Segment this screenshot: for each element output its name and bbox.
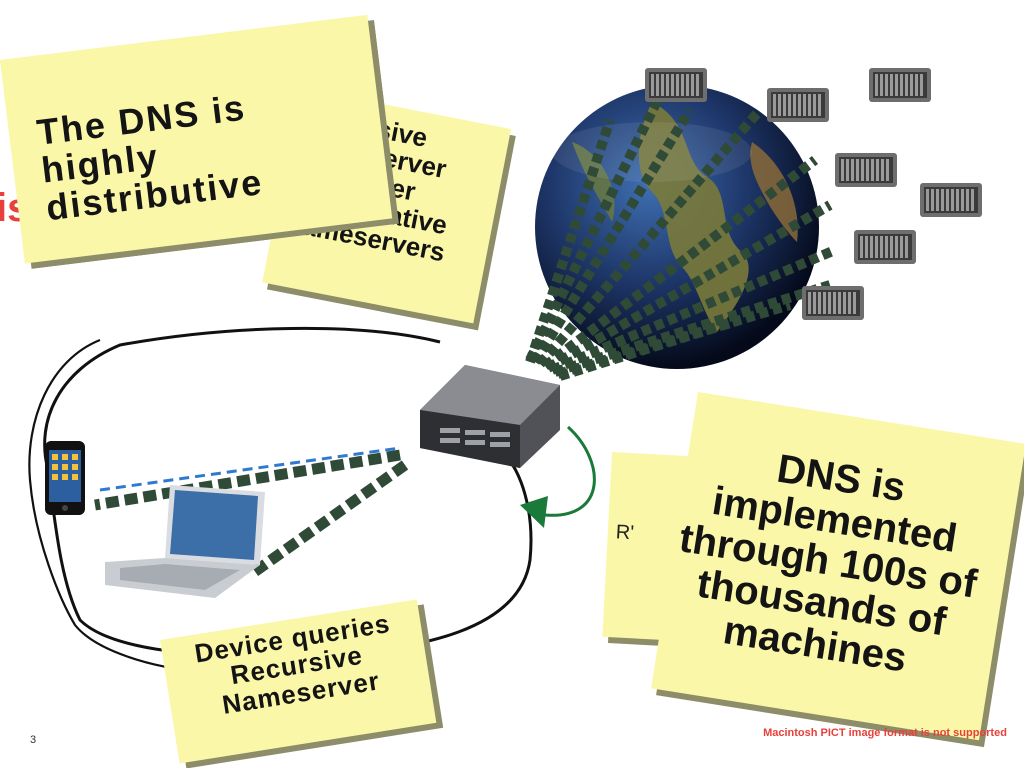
laptop-icon: [105, 485, 265, 598]
page-number: 3: [30, 734, 37, 746]
recursive-nameserver-icon: [420, 365, 560, 468]
server-icon: [869, 68, 931, 102]
server-icon: [835, 153, 897, 187]
server-icon: [854, 230, 916, 264]
server-icon: [802, 286, 864, 320]
server-icon: [645, 68, 707, 102]
server-icon: [920, 183, 982, 217]
background-fragment-right: R': [615, 521, 635, 545]
iphone-icon: [45, 441, 85, 515]
implemented-note: DNS is implemented through 100s of thous…: [651, 392, 1024, 741]
title-note-overlay-text: The DNS is highly distributive: [34, 86, 266, 228]
server-icon: [767, 88, 829, 122]
implemented-note-text: DNS is implemented through 100s of thous…: [676, 446, 980, 681]
pict-watermark: Macintosh PICT image format is not suppo…: [763, 727, 1007, 739]
